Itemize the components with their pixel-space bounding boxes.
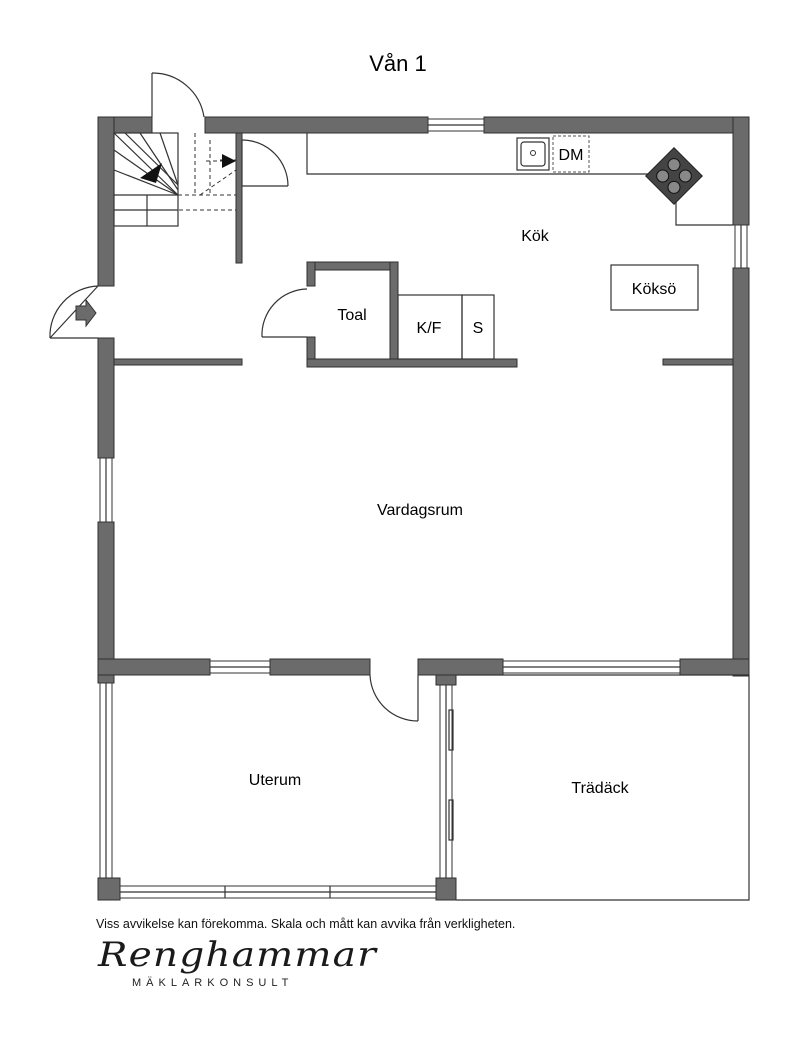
staircase	[113, 132, 289, 264]
stair-arrow2-icon	[222, 154, 236, 168]
outer-walls	[97, 116, 750, 679]
toilet-room: Toal	[261, 261, 518, 368]
partition-left	[113, 358, 243, 366]
windows	[99, 118, 748, 674]
toal-label: Toal	[337, 307, 366, 324]
uterum-label: Uterum	[249, 772, 301, 789]
kitchen-island: Köksö	[610, 264, 699, 311]
sunroom: Uterum	[97, 674, 457, 901]
kf-label: K/F	[417, 320, 442, 337]
stove-icon	[645, 147, 703, 205]
koksö-label: Köksö	[632, 281, 677, 298]
deck: Trädäck	[456, 674, 750, 901]
s-label: S	[473, 320, 484, 337]
vardagsrum-label: Vardagsrum	[377, 502, 463, 519]
door-uterum	[369, 674, 419, 722]
dm-label: DM	[559, 147, 584, 164]
stair-arrow-icon	[140, 163, 162, 183]
kok-label: Kök	[521, 228, 550, 245]
company-logo: Renghammar MÄKLARKONSULT	[98, 935, 376, 995]
disclaimer-text: Viss avvikelse kan förekomma. Skala och …	[96, 917, 516, 931]
floor-title: Vån 1	[369, 51, 427, 76]
sink-icon	[530, 150, 536, 156]
entry-door-left	[49, 285, 99, 339]
kitchen-counter: DM	[306, 133, 733, 226]
entry-arrow-icon	[75, 298, 97, 328]
logo-tagline: MÄKLARKONSULT	[132, 977, 294, 989]
tradack-label: Trädäck	[571, 780, 629, 797]
partition-right	[662, 358, 734, 366]
entry-door-top	[151, 72, 205, 118]
logo-wordmark: Renghammar	[98, 935, 377, 975]
closets: K/F S	[397, 294, 495, 360]
